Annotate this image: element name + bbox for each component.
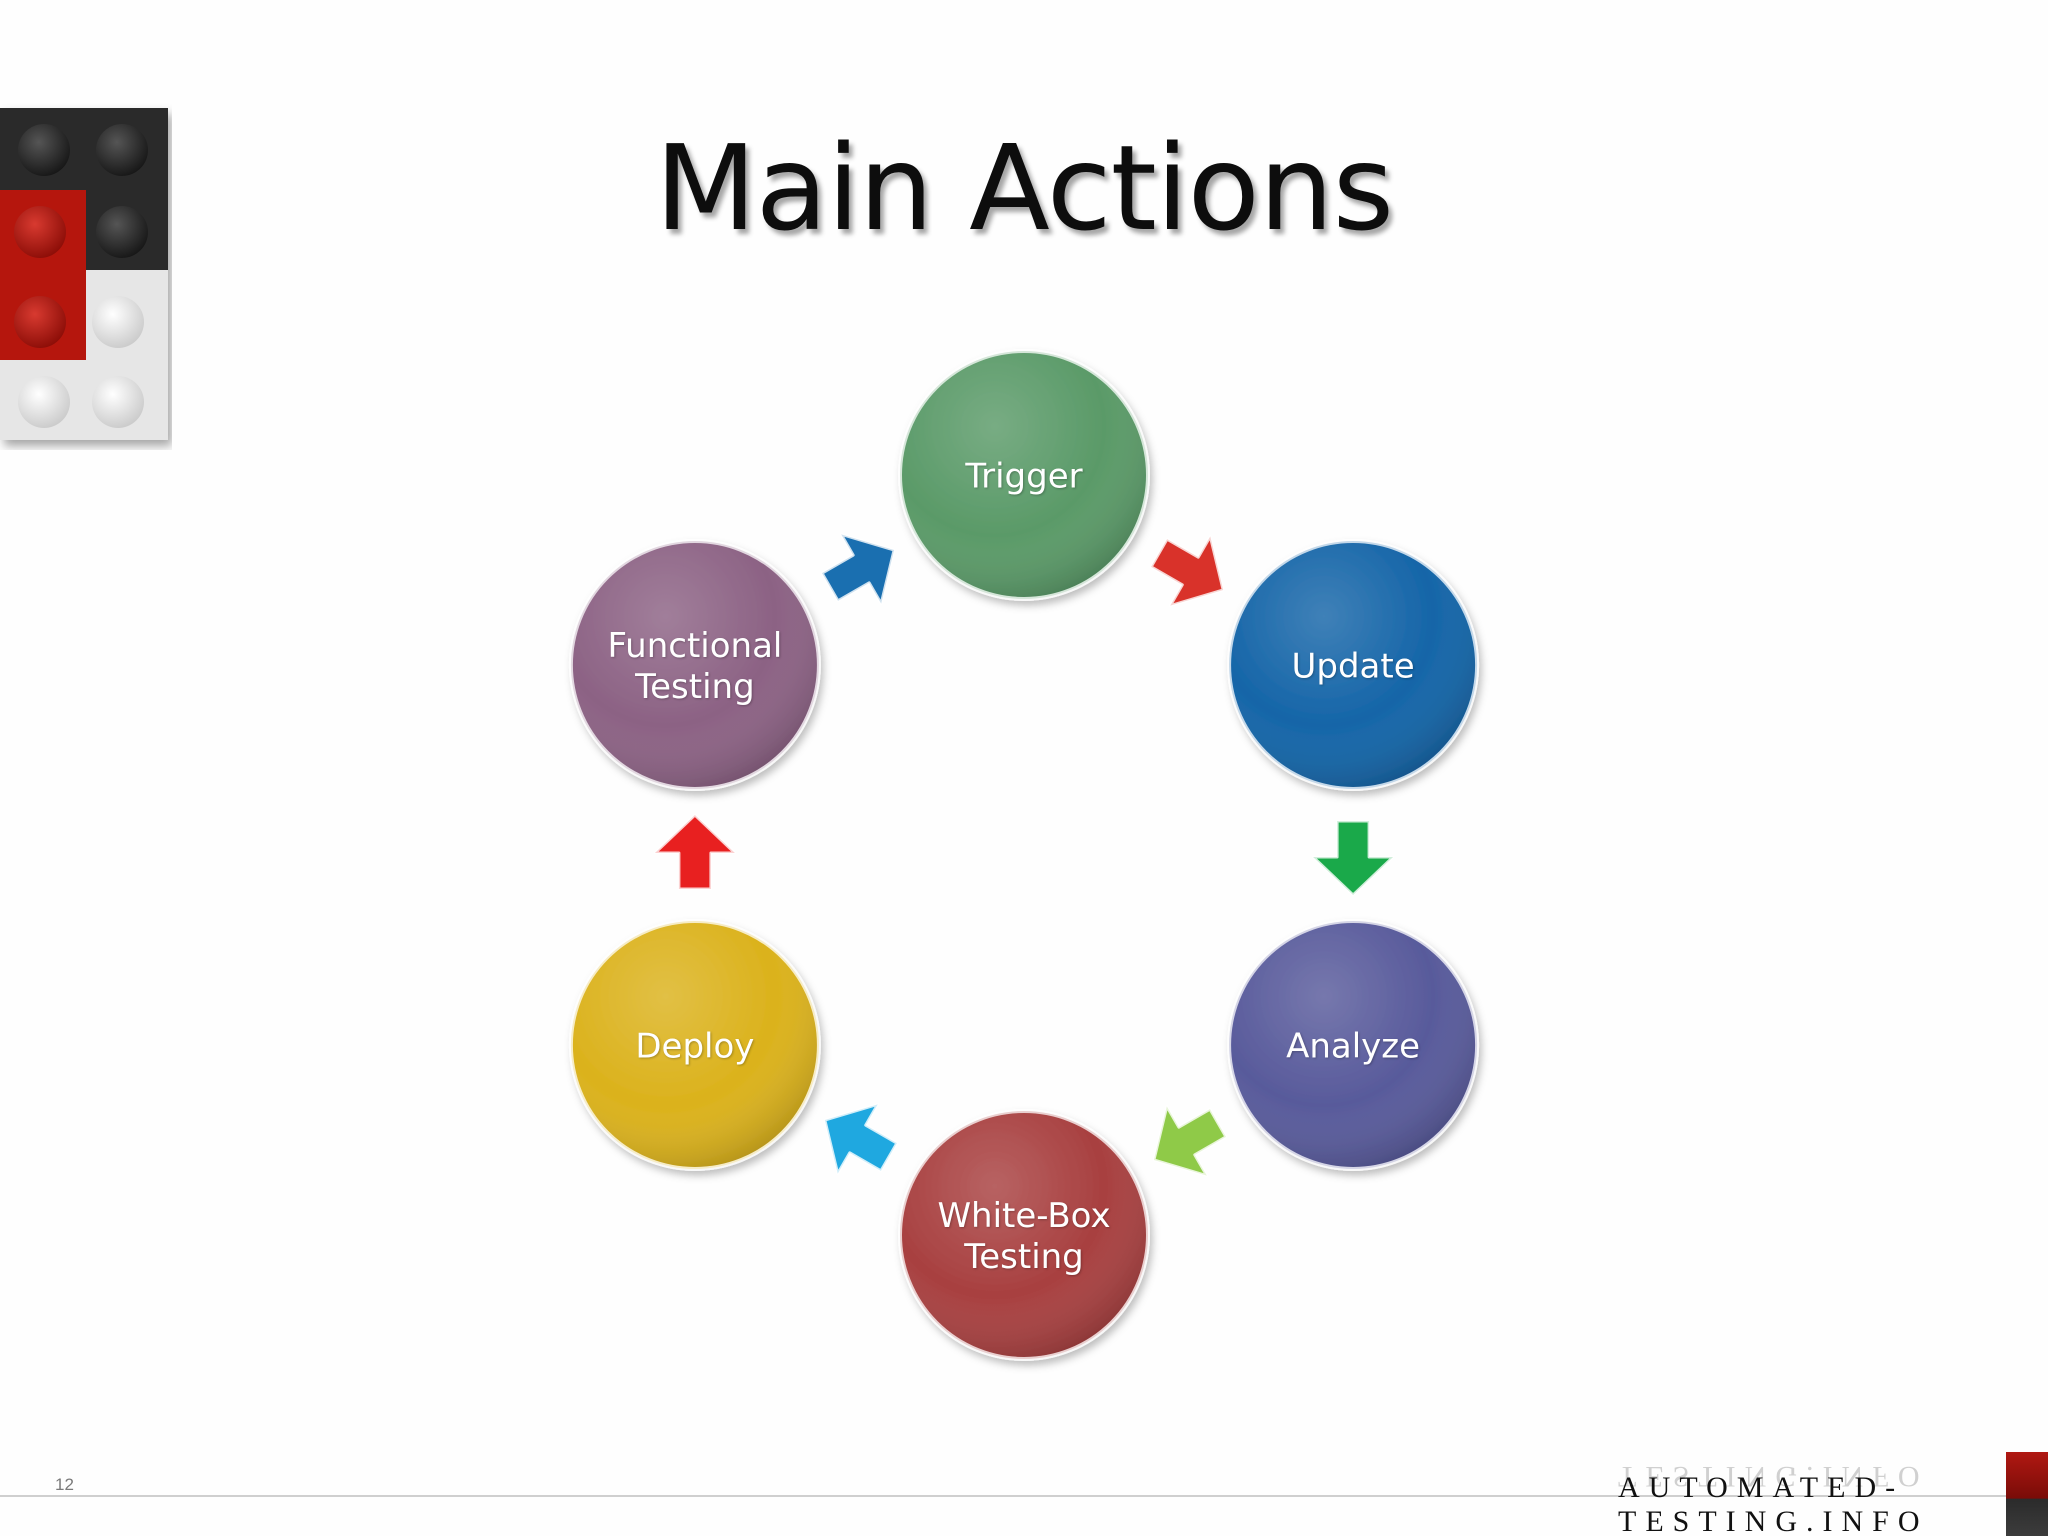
arrow-trigger-to-update	[1139, 518, 1243, 624]
corner-lego-block	[2006, 1452, 2048, 1536]
brand-line-2: TESTING.INFO	[1618, 1506, 1929, 1536]
node-label-functional-testing: Functional Testing	[575, 626, 815, 708]
arrow-analyze-to-white-box-testing	[1134, 1088, 1238, 1194]
node-label-update: Update	[1233, 647, 1473, 688]
node-label-analyze: Analyze	[1233, 1027, 1473, 1068]
brand-line-1: AUTOMATED-	[1618, 1472, 1904, 1504]
arrow-white-box-testing-to-deploy	[805, 1085, 909, 1191]
arrow-update-to-analyze	[1313, 821, 1393, 895]
arrow-functional-testing-to-trigger	[810, 515, 914, 621]
node-label-white-box-testing: White-Box Testing	[904, 1196, 1144, 1278]
node-label-trigger: Trigger	[904, 457, 1144, 498]
brand-logo: TESTING.INFO AUTOMATED- TESTING.INFO	[1618, 1460, 1958, 1536]
arrow-deploy-to-functional-testing	[655, 815, 735, 889]
slide-number: 12	[55, 1475, 74, 1495]
node-label-deploy: Deploy	[575, 1027, 815, 1068]
